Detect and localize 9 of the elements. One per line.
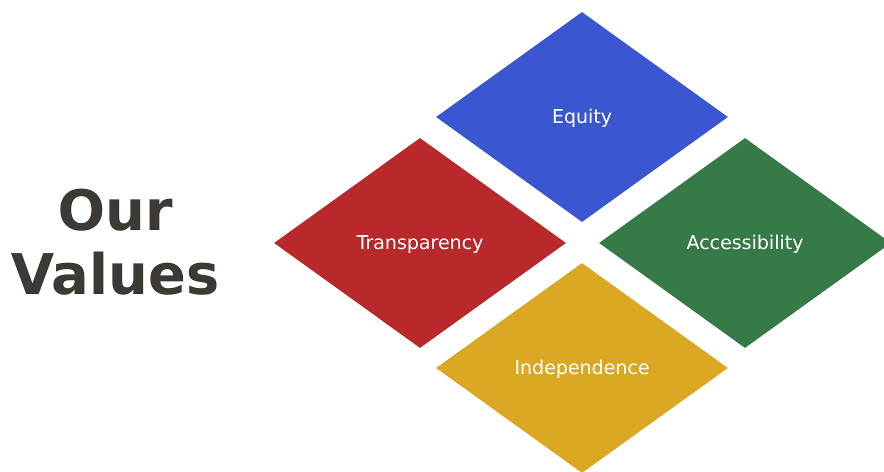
value-label: Equity <box>552 106 612 128</box>
value-label: Accessibility <box>686 232 804 254</box>
value-diamond <box>436 12 728 222</box>
value-label: Independence <box>514 357 650 379</box>
value-label: Transparency <box>356 232 484 254</box>
value-diamond <box>599 138 884 348</box>
value-diamond <box>274 138 566 348</box>
title: Our Values <box>10 180 220 308</box>
value-diamond <box>436 263 728 472</box>
